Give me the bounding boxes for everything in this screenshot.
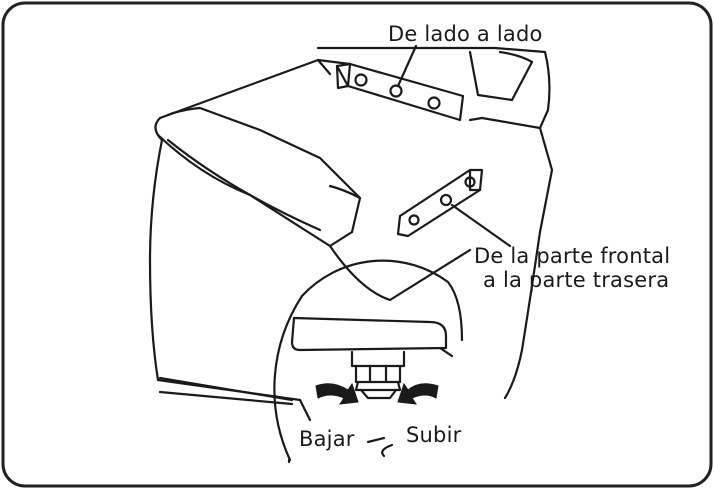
side-to-side-label: De lado a lado [388, 22, 543, 46]
front-level-tool [396, 168, 512, 248]
front-to-back-label-line2: a la parte trasera [483, 268, 670, 292]
rotate-counterclockwise-arrow-icon [315, 382, 359, 405]
label-leaders [366, 436, 394, 458]
floor [158, 376, 312, 422]
machine-lid [154, 58, 554, 248]
leveling-foot-icon [350, 350, 406, 400]
zoomed-machine-base [290, 316, 454, 358]
front-to-back-label-line1: De la parte frontal [474, 244, 671, 268]
zoom-circle [273, 259, 464, 464]
machine-back-panel [316, 46, 551, 130]
side-level-tool [335, 44, 465, 122]
raise-label: Subir [406, 423, 462, 447]
rotate-clockwise-arrow-icon [397, 382, 439, 405]
lower-label: Bajar [299, 427, 355, 451]
